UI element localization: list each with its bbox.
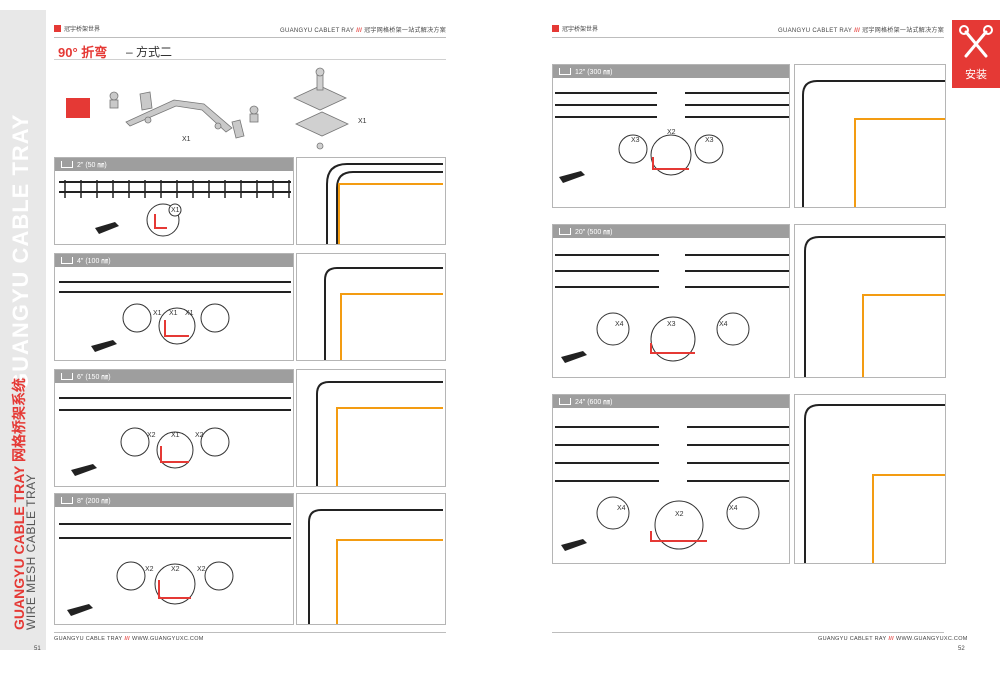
tray-cut-diagram: [59, 281, 291, 352]
cut-count: X3: [705, 137, 714, 144]
cut-count: X2: [675, 511, 684, 518]
brand-vertical-title: GUANGYU CABLE TRAY: [8, 113, 33, 390]
part-tag-icon: [66, 98, 90, 118]
cut-panel-row-7: 24" (600 ㎜) X4 X2 X4: [552, 394, 790, 564]
cut-count: X1: [169, 310, 178, 317]
logo-mark-icon: [552, 25, 559, 32]
cut-count: X2: [197, 566, 206, 573]
size-bar: 20" (500 ㎜): [553, 225, 789, 238]
page-number-right: 52: [958, 646, 965, 652]
footer-rule: [54, 632, 446, 633]
brand-vertical-grey: WIRE MESH CABLE TRAY: [24, 473, 38, 630]
install-label: 安装: [965, 69, 987, 81]
header-right-text: GUANGYU CABLET RAY///冠宇网格桥架一站式解决方案: [777, 28, 944, 34]
cut-count: X2: [171, 566, 180, 573]
tray-icon: [61, 257, 73, 264]
corner-bend-diagram: [804, 236, 945, 377]
tray-icon: [61, 497, 73, 504]
tray-icon: [61, 373, 73, 380]
size-bar: 12" (300 ㎜): [553, 65, 789, 78]
cut-count: X1: [185, 310, 194, 317]
cut-panel-row-1: 2" (50 ㎜) X1: [54, 157, 294, 245]
tray-cut-diagram: [59, 523, 291, 616]
cut-count: X1: [171, 207, 180, 214]
corner-panel-row-2: [296, 253, 446, 361]
cut-count: X2: [195, 432, 204, 439]
install-tab[interactable]: 安装: [952, 20, 1000, 88]
cut-panel-row-6: 20" (500 ㎜) X4 X3 X4: [552, 224, 790, 378]
section-title: 90° 折弯: [58, 45, 108, 60]
header-rule: [552, 37, 944, 38]
corner-panel-row-4: [296, 493, 446, 625]
page-number-left: 51: [34, 646, 41, 652]
brand-side-band: GUANGYU CABLE TRAY GUANGYU CABLE TRAY 网格…: [0, 10, 46, 650]
corner-bend-diagram: [326, 163, 443, 244]
cut-count: X2: [147, 432, 156, 439]
cut-panel-row-4: 8" (200 ㎜) X2 X2 X2: [54, 493, 294, 625]
parts-area: X1 X1: [54, 64, 446, 152]
tray-cut-diagram: [59, 397, 291, 476]
cut-count: X4: [617, 505, 626, 512]
tray-cut-diagram: [555, 249, 789, 363]
corner-bend-diagram: [802, 80, 945, 207]
part-qty-1: X1: [182, 136, 191, 143]
header-right-text: GUANGYU CABLET RAY///冠宇网格桥架一站式解决方案: [279, 28, 446, 34]
cut-count: X2: [667, 129, 676, 136]
size-bar: 2" (50 ㎜): [55, 158, 293, 171]
corner-panel-row-1: [296, 157, 446, 245]
corner-bend-diagram: [804, 404, 945, 563]
cut-count: X2: [145, 566, 154, 573]
tray-cut-diagram: [555, 89, 789, 183]
right-header: 冠宇桥架世界 GUANGYU CABLET RAY///冠宇网格桥架一站式解决方…: [552, 24, 944, 36]
corner-panel-row-5: [794, 64, 946, 208]
footer-rule: [552, 632, 944, 633]
bracket-kit-icon: [109, 67, 349, 150]
cut-panel-row-3: 6" (150 ㎜) X2 X1 X2: [54, 369, 294, 487]
cut-panel-row-5: 12" (300 ㎜) X3 X2 X3: [552, 64, 790, 208]
size-bar: 24" (600 ㎜): [553, 395, 789, 408]
corner-panel-row-3: [296, 369, 446, 487]
corner-bend-diagram: [324, 267, 443, 360]
header-logo: 冠宇桥架世界: [54, 24, 100, 33]
cut-count: X3: [667, 321, 676, 328]
corner-panel-row-6: [794, 224, 946, 378]
size-bar: 4" (100 ㎜): [55, 254, 293, 267]
cut-count: X3: [631, 137, 640, 144]
tools-icon: [959, 25, 993, 58]
corner-bend-diagram: [316, 381, 443, 486]
header-rule: [54, 37, 446, 38]
corner-bend-diagram: [308, 509, 443, 624]
tray-icon: [61, 161, 73, 168]
logo-mark-icon: [54, 25, 61, 32]
size-bar: 8" (200 ㎜): [55, 494, 293, 507]
tray-icon: [559, 228, 571, 235]
cut-count: X4: [719, 321, 728, 328]
tray-cut-diagram: [59, 180, 291, 237]
cut-count: X1: [153, 310, 162, 317]
right-footer: GUANGYU CABLET RAY///WWW.GUANGYUXC.COM: [818, 636, 968, 642]
section-title-row: 90° 折弯 – 方式二: [54, 40, 446, 60]
header-logo: 冠宇桥架世界: [552, 24, 598, 33]
size-bar: 6" (150 ㎜): [55, 370, 293, 383]
left-footer: GUANGYU CABLE TRAY///WWW.GUANGYUXC.COM: [54, 636, 204, 642]
tray-icon: [559, 398, 571, 405]
left-header: 冠宇桥架世界 GUANGYU CABLET RAY///冠宇网格桥架一站式解决方…: [54, 24, 446, 36]
part-qty-2: X1: [358, 118, 367, 125]
tray-icon: [559, 68, 571, 75]
cut-count: X4: [729, 505, 738, 512]
cut-panel-row-2: 4" (100 ㎜) X1 X1 X1: [54, 253, 294, 361]
corner-panel-row-7: [794, 394, 946, 564]
cut-count: X1: [171, 432, 180, 439]
tray-cut-diagram: [555, 421, 789, 551]
section-subtitle: – 方式二: [126, 45, 173, 59]
cut-count: X4: [615, 321, 624, 328]
